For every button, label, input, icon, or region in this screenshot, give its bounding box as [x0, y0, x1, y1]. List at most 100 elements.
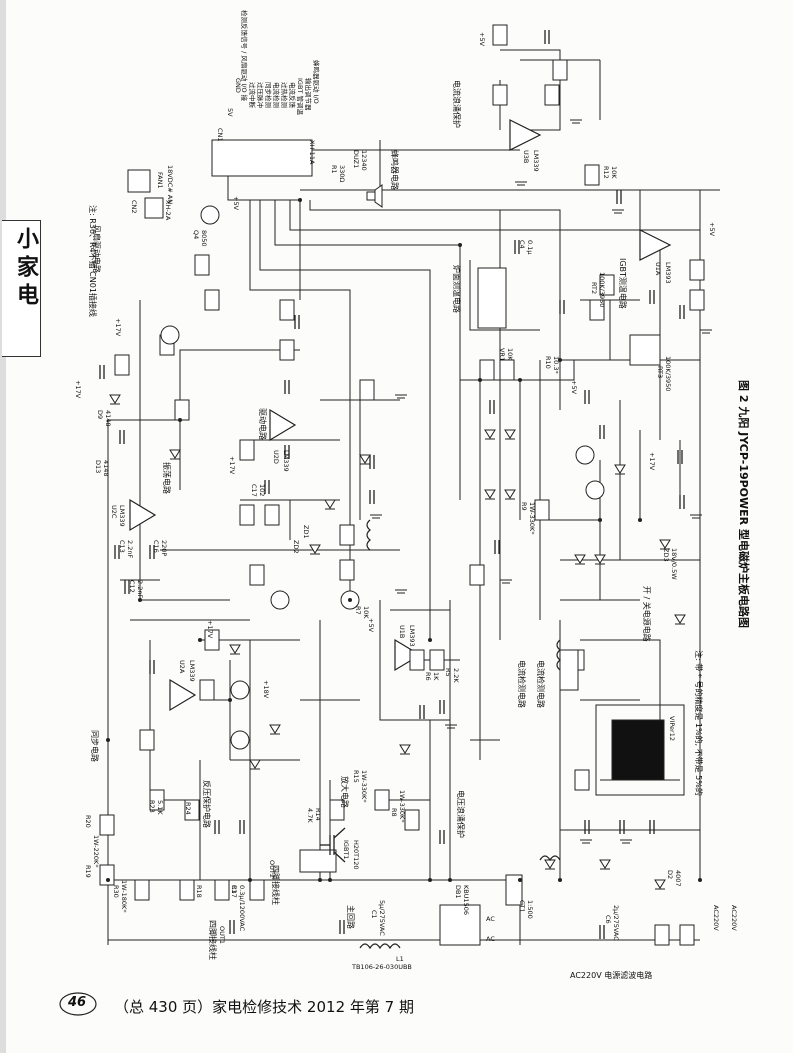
- label-q4: Q4: [192, 230, 200, 240]
- label-r8-val: 1W-330K*: [398, 790, 406, 823]
- buzzer-icon: [366, 184, 383, 208]
- label-duz1: DUZ1: [352, 150, 360, 169]
- label-cn2: CN2: [130, 200, 138, 214]
- opamp-u2c: [129, 498, 157, 532]
- label-r5: R5: [444, 668, 452, 677]
- label-u3b-part: LM339: [532, 150, 540, 172]
- label-ic-power: VIPer12: [668, 716, 676, 741]
- block-current-detect-1: 电流检测电路: [517, 660, 526, 708]
- label-vr1-val: 10K: [506, 348, 514, 361]
- label-zd2: ZD2: [292, 540, 300, 554]
- note-bottom: 注: 带 * 号的精度是 1%的, 不带是 5%的: [694, 650, 703, 796]
- label-r10: R10: [544, 356, 552, 369]
- opamp-u1a: [639, 229, 672, 261]
- label-out1: OUT1: [218, 926, 226, 944]
- label-r7-val: 10K: [362, 606, 370, 619]
- block-reverse-voltage: 反压保护电路: [202, 780, 211, 828]
- label-out2: OUT2: [268, 860, 276, 878]
- label-r7: R7: [354, 606, 362, 615]
- label-r18: R18: [195, 885, 203, 898]
- label-r5-val: 2.2K: [452, 668, 460, 683]
- section-tab: 小家电: [2, 220, 41, 357]
- label-plus5v-1: +5V: [478, 32, 486, 47]
- connector-cn2: [144, 197, 164, 219]
- label-r6-val: 1K: [432, 672, 440, 681]
- label-u2a: U2A: [178, 660, 186, 674]
- label-db1-part: KBU1506: [462, 885, 470, 916]
- opamp-u3b: [509, 119, 542, 151]
- igbt1-symbol: [320, 827, 346, 863]
- label-r1-val: 330Ω: [338, 165, 346, 183]
- label-ac220-1: AC220V: [712, 905, 720, 931]
- block-current-surge: 电流浪涌保护: [452, 80, 461, 128]
- block-sync: 同步电路: [90, 730, 99, 762]
- label-r30: R30: [112, 885, 120, 898]
- label-r19: R19: [84, 865, 92, 878]
- cn1-ref: CN1: [216, 128, 224, 142]
- label-r8: R8: [390, 808, 398, 817]
- label-ac-2: AC: [486, 935, 495, 943]
- label-igbt1-part: H20T120: [352, 840, 360, 870]
- block-wiring-terminal-2: 四脚接线柱: [208, 920, 217, 960]
- label-r1: R1: [330, 165, 338, 174]
- block-amplify: 放大电路: [340, 776, 349, 808]
- power-ic-block: [611, 719, 665, 781]
- label-u1a: U1A: [654, 262, 662, 276]
- label-u2d-part: LM339: [282, 450, 290, 472]
- label-c1: C1: [370, 910, 378, 919]
- label-c13: C13: [118, 540, 126, 553]
- cn1-pin-12: 蜂鸣器驱动 I/O: [312, 60, 320, 104]
- label-c6: C6: [604, 915, 612, 924]
- label-c3-val: 0.3μ/1200VAC: [238, 885, 246, 932]
- label-r10-val: 10.3*: [552, 356, 560, 374]
- opamp-u2d: [269, 408, 297, 442]
- label-fan: FAN1: [156, 172, 164, 189]
- label-r9-val: 1W-330K*: [528, 502, 536, 535]
- label-r30-val: 1W-180K*: [120, 880, 128, 913]
- label-c13-val: 2.2nF: [126, 540, 134, 559]
- label-vr1: VR1: [498, 348, 506, 362]
- label-d9: D9: [96, 410, 104, 420]
- label-c16: C16: [152, 540, 160, 553]
- label-d13-val: 4148: [102, 460, 110, 477]
- label-r23-val: 5.1K: [156, 800, 164, 815]
- label-q4-part: 8050: [200, 230, 208, 247]
- label-r20-val: 1W-220K*: [92, 835, 100, 868]
- label-r14: R14: [314, 808, 322, 821]
- label-zd3-val: 18V/0.5W: [670, 548, 678, 580]
- label-ac220-2: AC220V: [730, 905, 738, 931]
- label-plus17v-2: +17V: [74, 380, 82, 399]
- label-r6: R6: [424, 672, 432, 681]
- edge-strip: [0, 0, 6, 1053]
- label-ct1-val: 1:500: [526, 900, 534, 919]
- label-c6-val: 2μ/275VAC: [612, 905, 620, 941]
- label-plus5v-2: +5V: [708, 222, 716, 237]
- label-rt3: RT3: [656, 366, 664, 379]
- block-mains-filter: AC220V 电源滤波电路: [570, 971, 653, 980]
- label-u2c: U2C: [110, 505, 118, 519]
- label-r9: R9: [520, 502, 528, 511]
- opamp-u1b: [394, 638, 422, 672]
- label-r15-val: 1W-330K*: [360, 770, 368, 803]
- figure-caption: 图 2 九阳 JYCP-19POWER 型电磁炉主板电路图: [737, 380, 750, 628]
- label-db1: DB1: [454, 885, 462, 899]
- section-tab-label: 小家电: [13, 227, 39, 311]
- opamp-u2a: [169, 678, 197, 712]
- label-duz1-val: 12340: [360, 150, 368, 171]
- label-plus5v-3: +5V: [570, 380, 578, 395]
- fan-box: [127, 169, 151, 193]
- label-r20: R20: [84, 815, 92, 828]
- page-number: 46: [68, 995, 87, 1010]
- label-c16-val: 220P: [160, 540, 168, 557]
- label-u1b-part: LM393: [408, 625, 416, 647]
- label-zd3: ZD3: [662, 548, 670, 562]
- label-u1b: U1B: [398, 625, 406, 639]
- block-buzzer: 蜂鸣器电路: [390, 150, 399, 190]
- label-d13: D13: [94, 460, 102, 474]
- block-main-coil: 主回路: [346, 905, 355, 929]
- label-plus17v-3: +17V: [206, 620, 214, 639]
- label-plus17v-4: +17V: [228, 456, 236, 475]
- block-drive: 驱动电路: [258, 408, 267, 440]
- label-r12-val: 10K: [610, 166, 618, 179]
